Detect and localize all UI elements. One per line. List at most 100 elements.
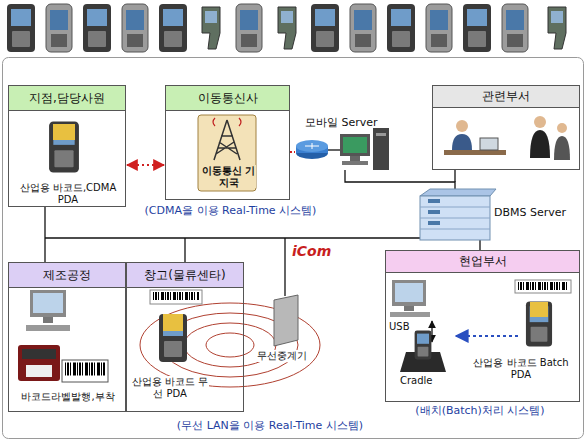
box-caption: 산업용 바코드,CDMA PDA bbox=[13, 182, 123, 205]
branch-box: 지점,담당사원산업용 바코드,CDMA PDA bbox=[8, 85, 126, 207]
mobile-server-icon bbox=[343, 137, 367, 153]
office-people bbox=[456, 120, 468, 132]
office-pc bbox=[404, 306, 414, 311]
dbms-server-icon bbox=[420, 207, 490, 229]
office-people bbox=[557, 123, 567, 133]
router-icon bbox=[296, 140, 328, 152]
wireless-waves bbox=[206, 333, 254, 357]
server-label: 모바일 Server bbox=[305, 117, 378, 130]
box-heading: 현업부서 bbox=[386, 251, 579, 273]
warehouse-pda bbox=[150, 290, 202, 304]
label-printer bbox=[18, 345, 60, 381]
dbms-server-icon bbox=[428, 210, 440, 214]
office-pc bbox=[390, 280, 430, 317]
office-people bbox=[554, 136, 570, 160]
device-strip bbox=[548, 7, 566, 49]
mobile-server-icon bbox=[340, 128, 389, 170]
mobile-server-icon bbox=[340, 134, 370, 156]
device-strip bbox=[387, 4, 415, 52]
repeater-icon bbox=[274, 295, 298, 346]
device-strip bbox=[502, 4, 528, 52]
wires bbox=[184, 238, 185, 262]
box-heading: 창고(물류센타) bbox=[127, 263, 243, 288]
device-strip bbox=[7, 4, 35, 52]
batch-pda bbox=[530, 302, 548, 317]
cell-tower-icon bbox=[214, 120, 240, 160]
department-box: 관련부서 bbox=[432, 85, 580, 170]
router-icon bbox=[305, 143, 319, 149]
system-caption: (CDMA을 이용 Real-Time 시스템) bbox=[128, 205, 333, 218]
usb-link bbox=[431, 321, 432, 342]
dbms-server-icon bbox=[420, 196, 490, 240]
office-people bbox=[444, 116, 570, 160]
station-pda bbox=[49, 121, 79, 172]
office-people bbox=[530, 130, 550, 158]
factory-pc bbox=[30, 290, 66, 317]
device-strip bbox=[202, 7, 220, 49]
box-caption: 바코드라벨발행,부착 bbox=[13, 391, 123, 403]
box-heading: 이동통신사 bbox=[166, 86, 289, 111]
radio-link bbox=[290, 151, 295, 153]
device-label: Cradle bbox=[400, 375, 433, 387]
cradle-icon bbox=[415, 331, 432, 360]
device-strip bbox=[278, 7, 296, 49]
system-caption: (배치(Batch)처리 시스템) bbox=[380, 405, 580, 418]
cdma-link bbox=[127, 164, 164, 166]
device-strip bbox=[236, 4, 262, 52]
box-caption: 이동통신 기지국 bbox=[201, 165, 256, 188]
device-strip bbox=[426, 4, 452, 52]
batch-pda bbox=[526, 302, 552, 347]
warehouse-pda bbox=[153, 292, 199, 300]
factory-pc bbox=[43, 317, 53, 323]
dbms-server-icon bbox=[428, 221, 440, 225]
barcode-label bbox=[62, 360, 108, 382]
device-strip bbox=[83, 4, 111, 52]
cradle-icon bbox=[400, 331, 446, 372]
cell-tower-icon bbox=[198, 115, 256, 191]
label-printer bbox=[26, 365, 52, 377]
batch-transfer-arrow bbox=[456, 335, 518, 337]
factory-pc bbox=[26, 325, 70, 331]
station-pda bbox=[49, 121, 79, 172]
office-people bbox=[444, 150, 506, 155]
mobile-server-icon bbox=[373, 128, 389, 170]
warehouse-pda bbox=[163, 314, 183, 331]
device-label: 무선중계기 bbox=[256, 350, 308, 362]
device-strip bbox=[0, 0, 587, 56]
factory-pc bbox=[33, 293, 63, 313]
wires bbox=[45, 237, 420, 238]
wires bbox=[44, 207, 45, 262]
office-pc bbox=[395, 283, 423, 302]
device-strip bbox=[350, 4, 376, 52]
office-people bbox=[452, 134, 472, 150]
server-label: DBMS Server bbox=[494, 207, 566, 220]
device-strip bbox=[0, 0, 587, 56]
device-strip bbox=[46, 4, 72, 52]
main-panel bbox=[3, 58, 584, 439]
box-caption: 산업용 바코드 무선 PDA bbox=[131, 376, 209, 399]
device-strip bbox=[159, 4, 187, 52]
carrier-box: 이동통신사이동통신 기지국 bbox=[165, 85, 290, 200]
warehouse-pda bbox=[150, 290, 202, 362]
factory-box: 제조공정바코드라벨발행,부착 bbox=[8, 262, 126, 412]
barcode-label bbox=[65, 363, 105, 376]
wires bbox=[328, 149, 340, 150]
device-strip bbox=[463, 4, 491, 52]
label-printer bbox=[18, 345, 60, 381]
cell-tower-icon bbox=[198, 115, 256, 191]
label-printer bbox=[22, 349, 56, 359]
device-strip bbox=[122, 4, 148, 52]
device-strip bbox=[311, 4, 339, 52]
dbms-server-icon bbox=[420, 189, 496, 240]
warehouse-box: 창고(물류센타) 산업용 바코드 무선 PDA bbox=[126, 262, 244, 412]
box-heading: 지점,담당사원 bbox=[9, 86, 125, 111]
system-caption: (무선 LAN을 이용 Real-Time 시스템) bbox=[120, 420, 420, 433]
warehouse-pda bbox=[159, 314, 187, 362]
port-label: USB bbox=[389, 321, 410, 333]
box-heading: 제조공정 bbox=[9, 263, 125, 288]
office-pc bbox=[392, 280, 426, 306]
mobile-server-icon bbox=[376, 133, 386, 136]
